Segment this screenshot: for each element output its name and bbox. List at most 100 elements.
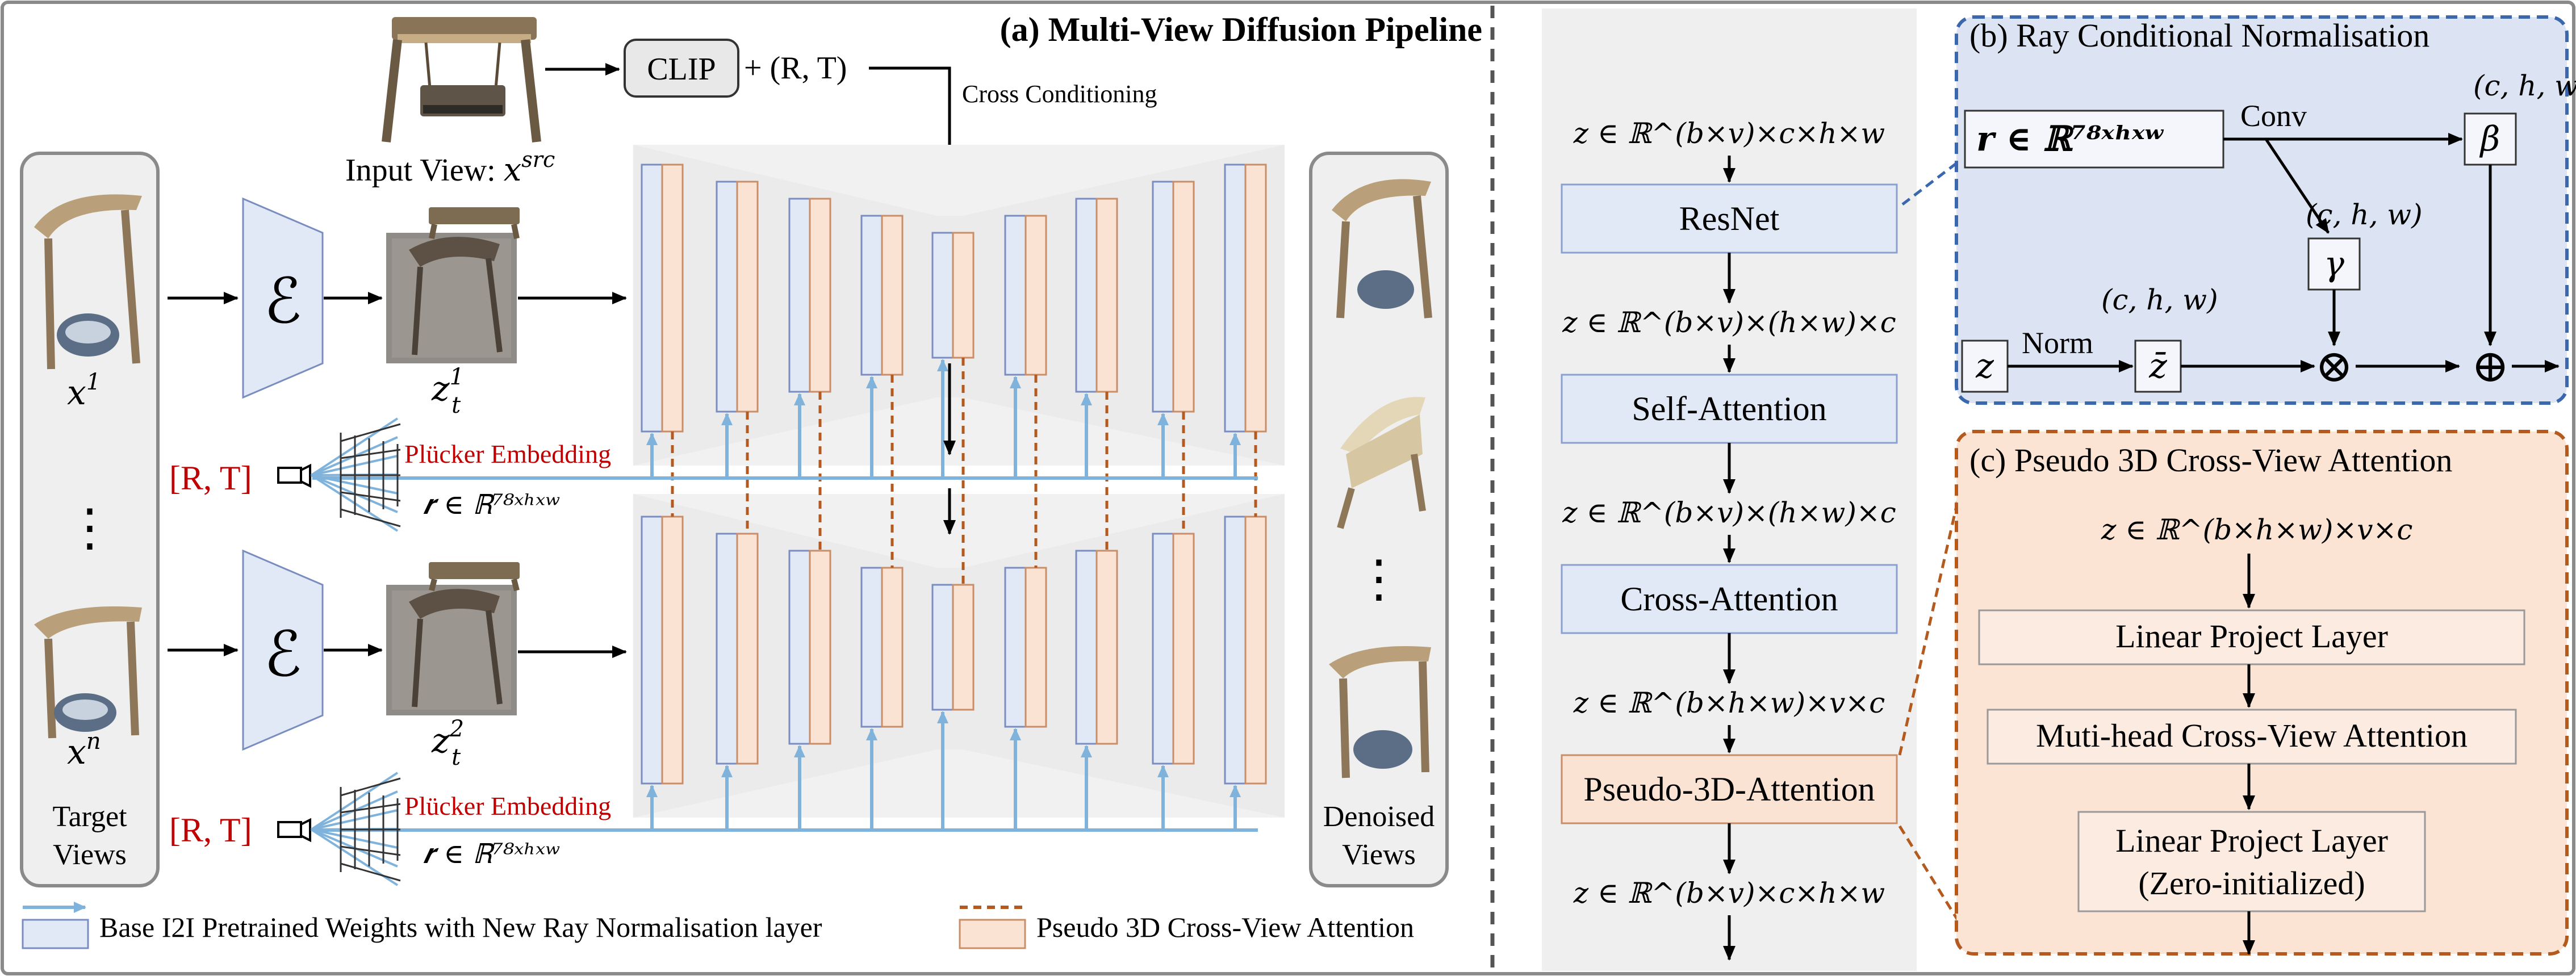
rt-label-bottom: [R, T]	[169, 811, 252, 849]
c-block-linear-2-label-1: Linear Project Layer	[2115, 822, 2388, 859]
unet-top-blue-layer	[788, 198, 811, 393]
unet-bottom-orange-layer	[1024, 567, 1047, 728]
unet-top-blue-layer	[1004, 215, 1027, 376]
x1-label: x1	[67, 369, 101, 413]
tensor-shape-4: z ∈ ℝ^(b×h×w)×v×c	[1573, 686, 1885, 719]
input-view-image	[382, 17, 541, 143]
block-label-1: ResNet	[1679, 200, 1780, 237]
unet-bottom-orange-layer	[1095, 550, 1118, 745]
block-resnet	[1561, 183, 1898, 254]
unet-bottom-orange-layer	[881, 567, 904, 728]
ray-embed-bottom: 𝒓 ∈ ℝ⁷⁸ˣʰˣʷ	[423, 838, 560, 870]
c-block-attention-label: Muti-head Cross-View Attention	[2036, 717, 2468, 754]
unet-top-orange-layer	[736, 181, 759, 413]
unet-bottom-blue-layer	[931, 584, 954, 711]
clip-label: CLIP	[647, 52, 716, 87]
legend-orange-swatch	[959, 919, 1026, 949]
block-cross-attention	[1561, 564, 1898, 634]
unet-bottom-blue-layer	[1004, 567, 1027, 728]
z-label: z	[1975, 346, 1994, 386]
plucker-rays-top	[310, 417, 401, 532]
tensor-shape-1: z ∈ ℝ^(b×v)×c×h×w	[1573, 117, 1885, 150]
unet-top-blue-layer	[641, 164, 663, 433]
panel-c-shape: z ∈ ℝ^(b×h×w)×v×c	[2101, 513, 2412, 546]
tensor-shape-5: z ∈ ℝ^(b×v)×c×h×w	[1573, 877, 1885, 910]
unet-bottom-blue-layer	[641, 516, 663, 785]
camera-icon-bottom	[277, 818, 311, 843]
plucker-grid-line	[340, 423, 401, 442]
unet-top-orange-layer	[1172, 181, 1195, 413]
plucker-grid-line	[340, 803, 401, 814]
target-views-label-2: Views	[53, 839, 127, 871]
block-label-2: Self-Attention	[1632, 390, 1826, 428]
unet-top-blue-layer	[1075, 198, 1098, 393]
unet-bottom-blue-layer	[860, 567, 883, 728]
gamma-box	[2307, 237, 2361, 291]
c-block-linear-2-label-2: (Zero-initialized)	[2138, 865, 2365, 902]
r-input-label: 𝒓 ∈ ℝ⁷⁸ˣʰˣʷ	[1976, 119, 2164, 159]
panel-c-title: (c) Pseudo 3D Cross-View Attention	[1969, 442, 2452, 479]
clip-box	[624, 39, 739, 98]
clip-rt-label: + (R, T)	[744, 51, 847, 86]
target-view-image-n	[34, 606, 142, 739]
unet-bottom-orange-layer	[1172, 533, 1195, 765]
xn-label: xn	[67, 728, 101, 772]
encoder-bottom-symbol: ℰ	[264, 620, 302, 689]
block-label-4: Pseudo-3D-Attention	[1583, 770, 1875, 808]
legend-blue-label: Base I2I Pretrained Weights with New Ray…	[99, 911, 822, 943]
unet-top-orange-layer	[661, 164, 684, 433]
latent-2-top-image	[429, 562, 520, 592]
plucker-label-bottom: Plücker Embedding	[404, 791, 611, 820]
plucker-grid-line	[340, 449, 401, 459]
plucker-grid-line	[340, 862, 401, 882]
unet-top-blue-layer	[860, 215, 883, 376]
block-pseudo-3d-attention	[1561, 754, 1898, 824]
unet-top-orange-layer	[809, 198, 831, 393]
unet-bottom-blue-layer	[788, 550, 811, 745]
unet-bottom-orange-layer	[952, 584, 975, 711]
encoder-top	[242, 197, 324, 399]
denoised-views-label-2: Views	[1342, 839, 1416, 871]
norm-label: Norm	[2022, 326, 2093, 360]
plucker-rays-bottom	[310, 772, 401, 886]
block-label-3: Cross-Attention	[1620, 580, 1838, 618]
unet-top-blue-layer	[716, 181, 738, 413]
c-block-linear-1-label: Linear Project Layer	[2115, 618, 2388, 655]
conv-label: Conv	[2240, 99, 2307, 133]
legend-orange-label: Pseudo 3D Cross-View Attention	[1036, 911, 1414, 943]
cross-conditioning-label: Cross Conditioning	[962, 80, 1157, 108]
unet-top-orange-layer	[952, 232, 975, 359]
panel-b-title: (b) Ray Conditional Normalisation	[1969, 17, 2429, 54]
unet-top-orange-layer	[1095, 198, 1118, 393]
unet-bottom-orange-layer	[1244, 516, 1267, 785]
denoised-view-image-n	[1329, 646, 1431, 778]
unet-top-blue-layer	[931, 232, 954, 359]
encoder-top-symbol: ℰ	[264, 267, 302, 336]
camera-icon-top	[277, 463, 311, 488]
unet-bottom-blue-layer	[1152, 533, 1174, 765]
unet-top-blue-layer	[1152, 181, 1174, 413]
tensor-shape-2: z ∈ ℝ^(b×v)×(h×w)×c	[1562, 306, 1896, 339]
panel-b-chw-1: (c, h, w)	[2473, 69, 2576, 102]
denoised-view-image-2	[1337, 397, 1426, 529]
unet-bottom-orange-layer	[736, 533, 759, 765]
oplus-symbol: ⊕	[2471, 342, 2509, 392]
unet-bottom-blue-layer	[1075, 550, 1098, 745]
connector-resnet-to-b	[1901, 158, 1963, 206]
denoised-view-image-1	[1332, 179, 1432, 319]
zbar-label: z̄	[2148, 346, 2167, 386]
rt-label-top: [R, T]	[169, 459, 252, 497]
unet-top-blue-layer	[1224, 164, 1247, 433]
denoised-views-label-1: Denoised	[1323, 801, 1435, 833]
c-block-attention	[1987, 709, 2517, 765]
connector-pseudo-to-c-top	[1898, 493, 1961, 756]
beta-label: β	[2479, 119, 2500, 159]
noisy-latent-2	[386, 585, 517, 715]
plucker-grid-line	[340, 491, 401, 502]
gamma-label: γ	[2324, 244, 2344, 284]
c-block-linear-2	[2077, 811, 2426, 912]
unet-bottom-blue-layer	[1224, 516, 1247, 785]
